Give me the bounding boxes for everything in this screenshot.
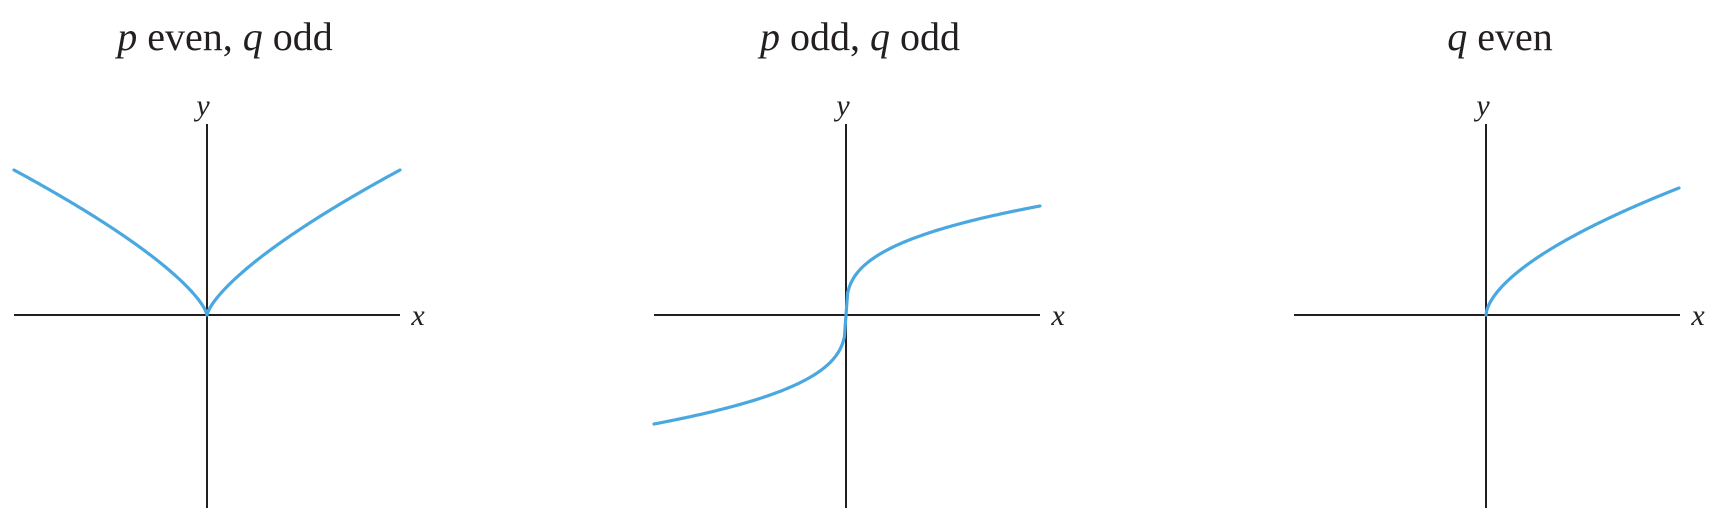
- panel-2-y-axis-label: y: [833, 89, 850, 122]
- panel-2-curve: [652, 204, 1042, 426]
- panel-3-x-axis-label: x: [1690, 299, 1705, 332]
- panel-1-x-axis-label: x: [410, 299, 425, 332]
- panel-1-title: p even, q odd: [114, 14, 333, 59]
- panel-1-curve: [12, 168, 402, 317]
- panel-p-even-q-odd: p even, q odd y x: [12, 14, 425, 508]
- panel-2-x-axis-label: x: [1050, 299, 1065, 332]
- panel-2-title: p odd, q odd: [757, 14, 960, 59]
- panel-3-curve: [1484, 186, 1681, 317]
- panel-3-y-axis-label: y: [1473, 89, 1490, 122]
- panel-p-odd-q-odd: p odd, q odd y x: [652, 14, 1065, 508]
- panel-1-y-axis-label: y: [193, 89, 210, 122]
- panel-3-title: q even: [1447, 14, 1553, 59]
- panel-q-even: q even y x: [1294, 14, 1705, 508]
